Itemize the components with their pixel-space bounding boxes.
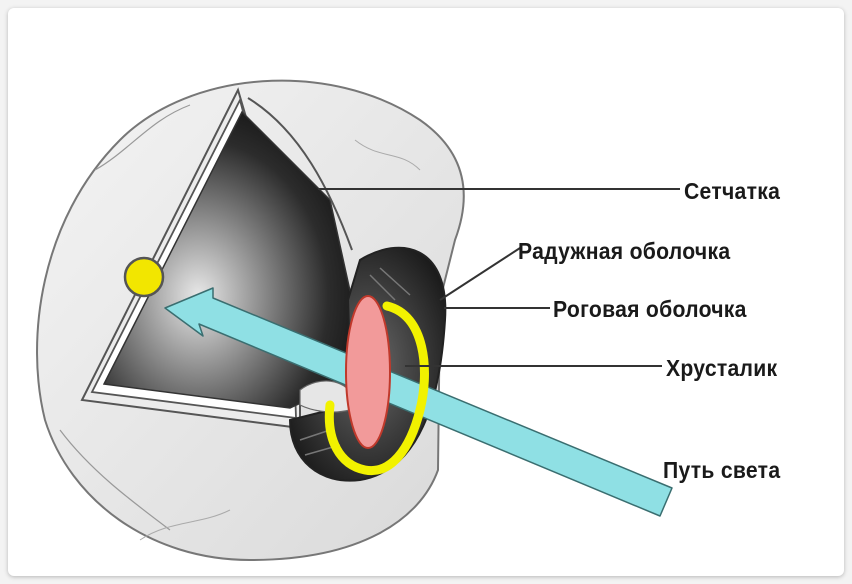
- label-retina: Сетчатка: [684, 178, 780, 205]
- label-lens: Хрусталик: [666, 355, 777, 382]
- lens: [346, 296, 390, 448]
- label-cornea: Роговая оболочка: [553, 296, 747, 323]
- yellow-dot-icon: [125, 258, 163, 296]
- eye-diagram: [8, 8, 844, 576]
- diagram-card: Сетчатка Радужная оболочка Роговая оболо…: [8, 8, 844, 576]
- label-light-path: Путь света: [663, 457, 780, 484]
- label-iris: Радужная оболочка: [518, 238, 730, 265]
